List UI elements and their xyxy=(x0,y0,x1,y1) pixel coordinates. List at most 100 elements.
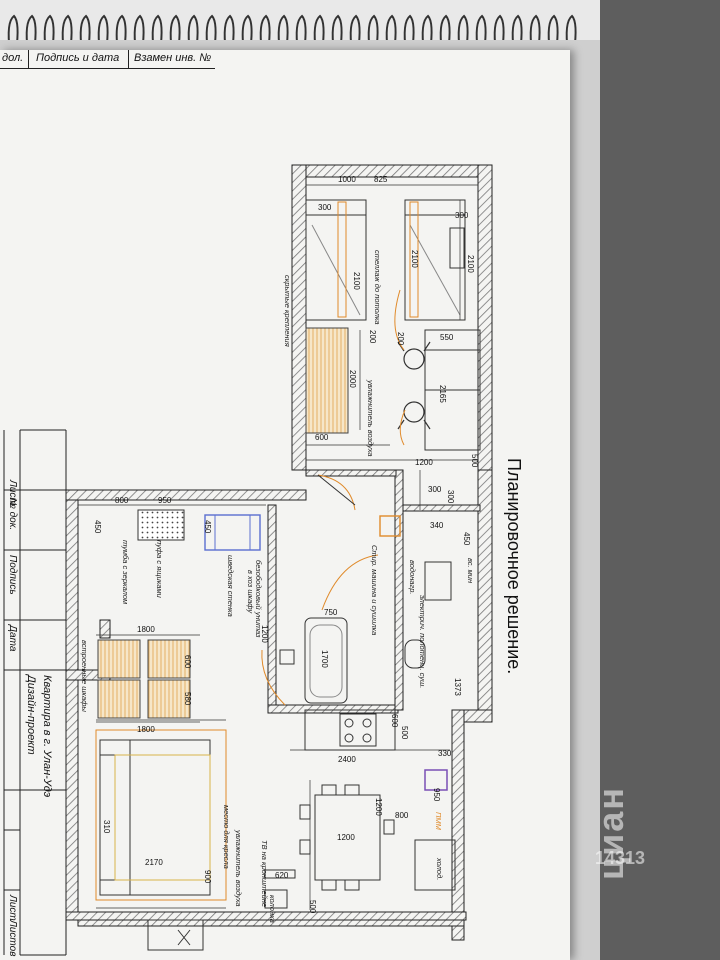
tb-signature: Подпись xyxy=(7,555,18,595)
wardrobe-4 xyxy=(147,679,191,719)
tv xyxy=(264,869,296,879)
door-arcs xyxy=(261,289,406,706)
spiral-ring xyxy=(349,14,361,53)
dim-1800b: 1800 xyxy=(137,725,155,734)
tb-project: Дизайн-проект xyxy=(25,673,37,755)
label-uvlazh1: увлажнитель воздуха xyxy=(366,379,375,457)
dim-200b: 200 xyxy=(396,332,405,346)
spiral-ring xyxy=(367,14,379,53)
dim-200: 200 xyxy=(368,330,377,344)
dim-1200c: 1200 xyxy=(374,798,383,816)
dim-550: 550 xyxy=(440,333,454,342)
dim-620: 620 xyxy=(275,871,289,880)
spiral-ring xyxy=(169,14,181,53)
spiral-ring xyxy=(277,14,289,53)
label-skrytye: скрытые крепления xyxy=(283,275,292,347)
dim-800: 800 xyxy=(115,496,129,505)
tb-apartment: Квартира в г. Улан-Удэ xyxy=(41,675,53,798)
dim-600: 600 xyxy=(315,433,329,442)
spiral-ring xyxy=(547,14,559,53)
spiral-ring xyxy=(151,14,163,53)
stamp-cut: дол. xyxy=(2,52,24,64)
walls xyxy=(65,164,493,941)
toilet xyxy=(404,639,426,669)
kitchen-counter xyxy=(304,709,396,751)
spiral-ring xyxy=(223,14,235,53)
label-pufa: пуфа с ящиками xyxy=(155,540,164,599)
label-plm: ПММ xyxy=(434,812,443,831)
label-mesto-kresla: место для кресла xyxy=(222,805,231,869)
dim-2000: 2000 xyxy=(348,370,357,388)
spiral-ring xyxy=(439,14,451,53)
dim-330: 330 xyxy=(438,749,452,758)
dimension-lines xyxy=(78,184,478,910)
label-bezobod: безободковый унитаз xyxy=(254,560,263,638)
dim-2100b: 2100 xyxy=(410,250,419,268)
dim-500c: 500 xyxy=(400,726,409,740)
wooden-rack xyxy=(305,327,349,434)
wardrobe-3 xyxy=(147,639,191,679)
dim-900: 900 xyxy=(203,870,212,884)
tb-sheet2: Лист xyxy=(7,894,18,921)
dim-825: 825 xyxy=(374,175,388,184)
spiral-ring xyxy=(115,14,127,53)
tb-sheet: Лист xyxy=(7,479,18,506)
dim-300d: 300 xyxy=(446,490,455,504)
spiral-ring xyxy=(7,14,19,53)
water-heater xyxy=(424,561,452,601)
dim-600c: 600 xyxy=(390,714,399,728)
dim-800b: 800 xyxy=(395,811,409,820)
pouf xyxy=(137,509,185,541)
label-tumba: тумба с зеркалом xyxy=(121,540,130,604)
spiral-ring xyxy=(259,14,271,53)
spiral-ring xyxy=(475,14,487,53)
spiral-ring xyxy=(295,14,307,53)
dim-450b: 450 xyxy=(203,520,212,534)
spiral-ring xyxy=(79,14,91,53)
spiral-ring xyxy=(457,14,469,53)
dining-set xyxy=(299,784,395,891)
bed-right xyxy=(404,199,466,321)
label-vlozhka: в хоз шкафу xyxy=(246,570,255,614)
sofa xyxy=(95,729,227,901)
label-vsvarka: вс. мин xyxy=(466,558,475,583)
spiral-ring xyxy=(331,14,343,53)
label-kolonka: колонка xyxy=(268,895,277,923)
tb-sheets: Листов xyxy=(7,919,18,956)
spiral-ring xyxy=(529,14,541,53)
spiral-ring xyxy=(205,14,217,53)
dishwasher xyxy=(424,769,448,791)
stamp-strip: дол. Подпись и дата Взамен инв. № xyxy=(0,50,215,69)
stamp-sign-date: Подпись и дата xyxy=(36,52,120,64)
dim-300b: 300 xyxy=(455,211,469,220)
dim-300a: 300 xyxy=(318,203,332,212)
spiral-ring xyxy=(313,14,325,53)
spiral-ring xyxy=(421,14,433,53)
spiral-ring xyxy=(25,14,37,53)
dim-2100a: 2100 xyxy=(352,272,361,290)
speaker xyxy=(264,889,288,909)
floor-plan: 1000 825 300 300 2100 2100 2100 200 200 … xyxy=(3,164,524,956)
label-uvlazh2: увлажнитель воздуха xyxy=(234,829,243,907)
dim-600b: 600 xyxy=(183,655,192,669)
washing-machine xyxy=(379,515,401,537)
label-elpol: электрич. полотенц. суш. xyxy=(418,595,427,688)
spiral-ring xyxy=(403,14,415,53)
dim-1000: 1000 xyxy=(338,175,356,184)
dim-1373: 1373 xyxy=(453,678,462,696)
swedish-wall xyxy=(204,514,261,551)
dim-2100c: 2100 xyxy=(466,255,475,273)
title-block-text: Лист № док. Подпись Дата Дизайн-проект К… xyxy=(7,479,53,956)
dim-1800a: 1800 xyxy=(137,625,155,634)
label-shirma: шведская стенка xyxy=(226,555,235,617)
spiral-ring xyxy=(511,14,523,53)
label-holod: холод. xyxy=(435,857,444,880)
sink xyxy=(279,649,295,665)
dim-2400: 2400 xyxy=(338,755,356,764)
bed-left xyxy=(305,199,367,321)
stamp-replace-inv: Взамен инв. № xyxy=(134,52,212,64)
bathtub xyxy=(304,617,348,704)
dim-500: 500 xyxy=(470,454,479,468)
label-sushilka: Стир. машина и сушилка xyxy=(370,545,379,635)
dim-300c: 300 xyxy=(428,485,442,494)
